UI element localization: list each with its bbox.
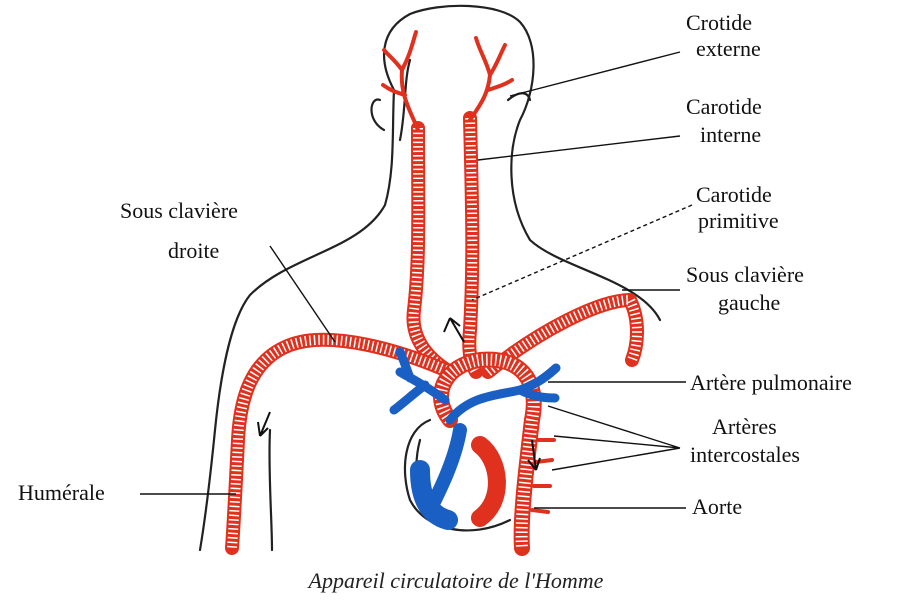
leader-crotide-externe: [510, 52, 680, 96]
artery-carotide-externe-right-branches: [383, 32, 418, 130]
artery-sous-claviere-droite: [232, 340, 450, 548]
arteries: [232, 32, 637, 548]
label-arteres-intercostales-2: intercostales: [690, 442, 800, 467]
body-outline: [200, 6, 660, 550]
label-carotide-primitive-2: primitive: [698, 208, 779, 233]
leader-carotide-primitive: [472, 205, 692, 300]
label-humerale: Humérale: [18, 480, 105, 505]
diagram-caption: Appareil circulatoire de l'Homme: [307, 568, 604, 593]
label-carotide-interne-2: interne: [700, 122, 761, 147]
arrow-up-icon: [444, 318, 464, 342]
label-crotide-externe-2: externe: [696, 36, 761, 61]
label-sous-claviere-droite-1: Sous clavière: [120, 198, 238, 223]
label-sous-claviere-gauche-1: Sous clavière: [686, 262, 804, 287]
label-artere-pulmonaire: Artère pulmonaire: [690, 370, 852, 395]
label-crotide-externe-1: Crotide: [686, 10, 752, 35]
label-sous-claviere-droite-2: droite: [168, 238, 219, 263]
artery-carotide-externe-left-branches: [470, 38, 512, 120]
label-carotide-primitive-1: Carotide: [696, 182, 772, 207]
leader-arteres-intercostales: [548, 406, 680, 470]
label-arteres-intercostales-1: Artères: [712, 414, 777, 439]
label-sous-claviere-gauche-2: gauche: [718, 290, 780, 315]
leader-carotide-interne: [478, 136, 680, 160]
label-carotide-interne-1: Carotide: [686, 94, 762, 119]
arrow-down-icon: [258, 412, 270, 436]
heart-left-ventricle: [480, 445, 497, 518]
label-aorte: Aorte: [692, 494, 742, 519]
